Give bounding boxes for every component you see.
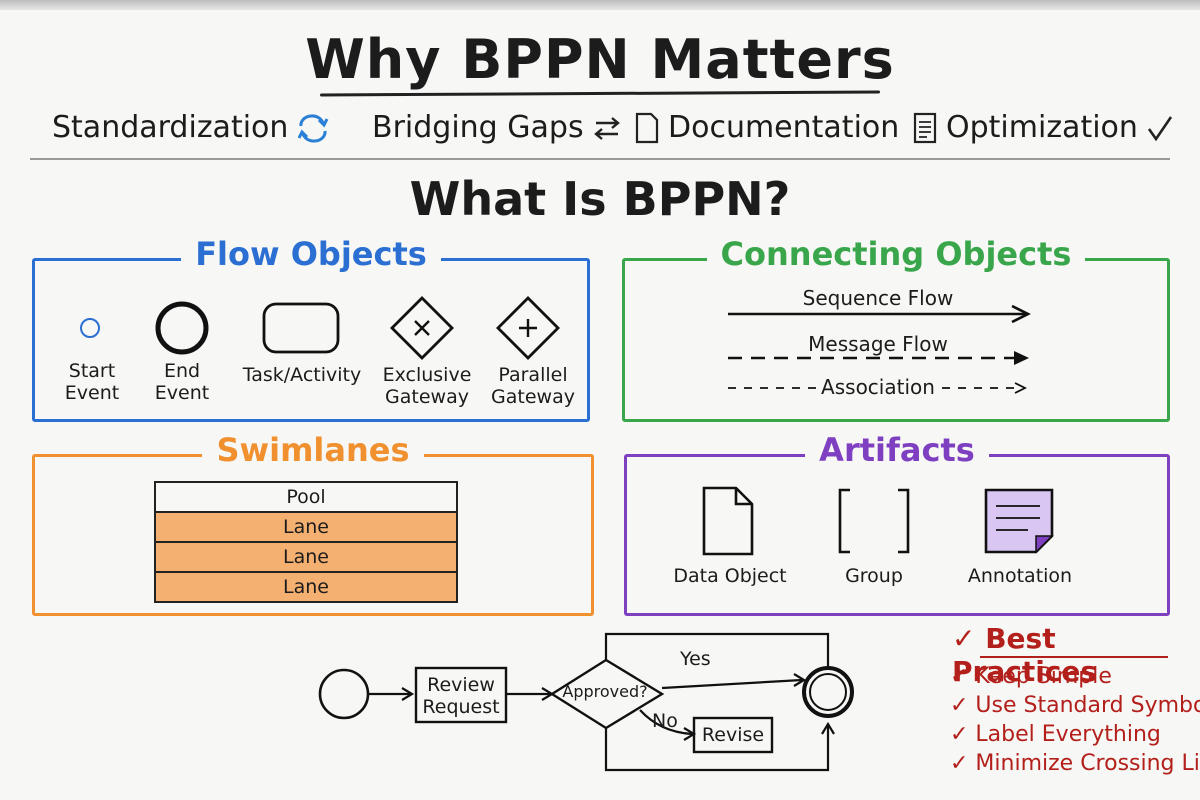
message-flow-arrow [728,351,1029,365]
start-event-shape [80,318,100,338]
message-flow-label: Message Flow [808,332,948,356]
revise-label: Revise [701,724,765,746]
approved-label: Approved? [562,682,648,701]
benefit-standardization: Standardization [52,110,330,145]
flow-objects-title: Flow Objects [181,235,441,273]
lane-row: Lane [156,513,456,543]
process-start-event [318,668,370,720]
lane-row: Lane [156,573,456,601]
benefit-documentation: Documentation [634,110,899,145]
checkmark-icon [1147,115,1172,141]
notes-icon [913,112,937,143]
whiteboard-frame [0,0,1200,10]
best-practice-item: ✓ Keep Simple [950,664,1112,689]
connecting-objects-title: Connecting Objects [706,235,1086,273]
end-event-shape [155,301,209,355]
benefit-label: Optimization [946,110,1138,145]
sequence-flow-label: Sequence Flow [802,286,954,310]
revise-return-loop [604,726,830,772]
swimlanes-panel: Swimlanes [32,431,594,616]
parallel-gateway-shape [496,296,560,360]
flow-objects-panel: Flow Objects [32,235,590,422]
association-arrow [728,382,1028,394]
best-practice-item: ✓ Label Everything [950,722,1161,747]
connector-lines [728,304,1031,394]
example-process-diagram [318,632,854,772]
group-shape-left [838,488,850,554]
sequence-flow-arrow [728,304,1031,324]
group-shape-right [898,488,910,554]
artifacts-title: Artifacts [805,431,989,469]
refresh-icon [298,113,329,143]
pool-row: Pool [156,483,456,513]
artifact-shapes [702,486,1054,556]
page-title: Why BPPN Matters [305,28,895,91]
yes-label: Yes [680,648,711,670]
annotation-label: Annotation [967,565,1073,587]
no-label: No [652,710,678,732]
exclusive-gateway-shape [390,296,454,360]
revise-task [692,716,774,754]
flow-objects-shapes [80,296,560,360]
task-activity-label: Task/Activity [242,364,362,386]
best-practices-underline [980,656,1168,658]
section-subtitle: What Is BPPN? [409,172,791,226]
benefit-bridging-gaps: Bridging Gaps [372,110,622,145]
data-object-label: Data Object [673,565,787,587]
swap-arrows-icon [593,116,620,140]
task-to-gateway-arrow [506,687,555,701]
group-label: Group [845,565,903,587]
start-to-task-arrow [368,687,415,701]
best-practice-item: ✓ Use Standard Symbols [950,693,1200,718]
data-object-shape [702,486,754,556]
benefit-label: Standardization [52,110,289,145]
yes-flow [661,678,803,690]
lane-row: Lane [156,543,456,573]
swimlanes-title: Swimlanes [202,431,424,469]
artifacts-panel: Artifacts [624,431,1170,616]
best-practice-item: ✓ Minimize Crossing Lines [950,751,1200,776]
top-loop-flow [604,632,830,666]
document-icon [635,112,659,143]
task-shape [262,302,340,354]
benefit-label: Bridging Gaps [372,110,584,145]
connecting-objects-panel: Connecting Objects [622,235,1170,422]
title-underline [319,90,881,97]
process-end-event [802,666,854,718]
best-practices-title: ✓ Best Practices [952,622,1098,688]
benefit-optimization: Optimization [912,110,1174,145]
parallel-gateway-plus [519,319,537,337]
no-flow [639,709,693,736]
pool-diagram: Pool Lane Lane Lane [154,481,458,603]
exclusive-gateway-x [414,320,430,336]
divider-line [30,158,1170,160]
association-label: Association [821,375,935,399]
benefit-label: Documentation [668,110,900,145]
